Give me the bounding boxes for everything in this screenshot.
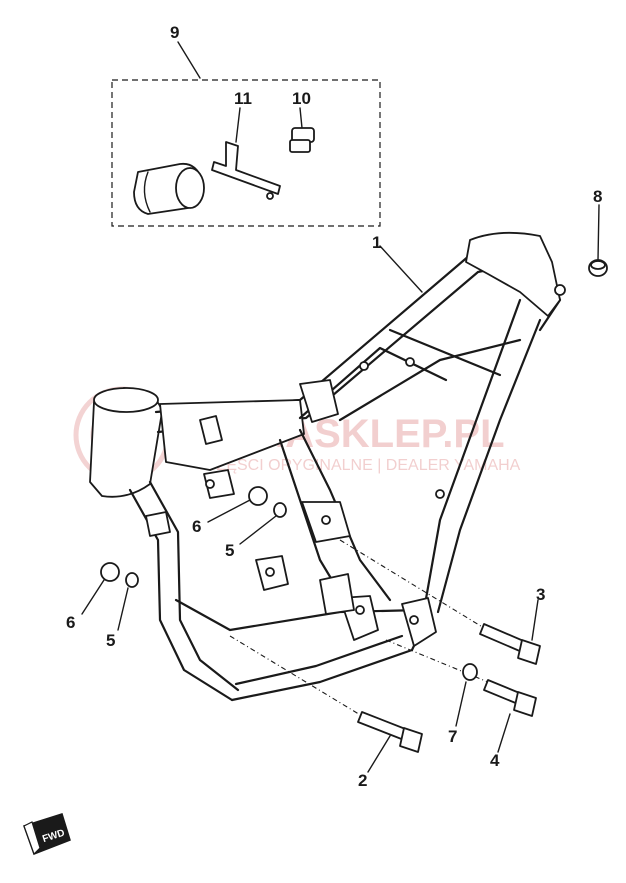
leader-11 [235,107,241,143]
callout-3: 3 [536,585,545,604]
bushing [289,107,315,153]
callout-11: 11 [234,89,252,108]
lock-cylinder [133,162,205,215]
callout-4: 4 [490,751,500,770]
bolt-3 [339,539,541,665]
leader-9 [177,41,201,79]
main-frame [89,231,566,702]
leader-5-lower [117,587,129,631]
kit-box-outline [111,79,381,227]
washer-5-upper [239,502,287,545]
callout-7: 7 [448,727,457,746]
nut-6-lower [81,562,120,615]
leader-10 [299,107,303,129]
leader-4 [497,713,511,753]
watermark-tagline: CZĘŚCI ORYGINALNE | DEALER YAMAHA [205,455,521,474]
nut-6-upper [207,486,268,523]
callout-6-upper: 6 [192,517,201,536]
leader-6-lower [81,579,105,615]
leader-7 [455,681,467,727]
leader-2 [367,735,391,773]
callout-5-lower: 5 [106,631,115,650]
callout-10: 10 [292,89,311,108]
callout-8: 8 [593,187,602,206]
callout-9: 9 [170,23,179,42]
rubber-cap [588,204,608,277]
leader-1 [379,245,423,293]
leader-5-upper [239,515,277,545]
leader-8 [597,204,600,261]
washer-7 [455,663,478,727]
callout-2: 2 [358,771,367,790]
leader-3 [531,599,539,641]
bolt-4 [385,639,537,753]
callout-5-upper: 5 [225,541,234,560]
lock-bracket [211,107,281,200]
leader-6-upper [207,499,251,523]
callout-6-lower: 6 [66,613,75,632]
front-arrow-icon: FWD [23,813,71,856]
bolt-2 [229,635,423,773]
washer-5-lower [117,572,139,631]
callout-1: 1 [372,233,381,252]
